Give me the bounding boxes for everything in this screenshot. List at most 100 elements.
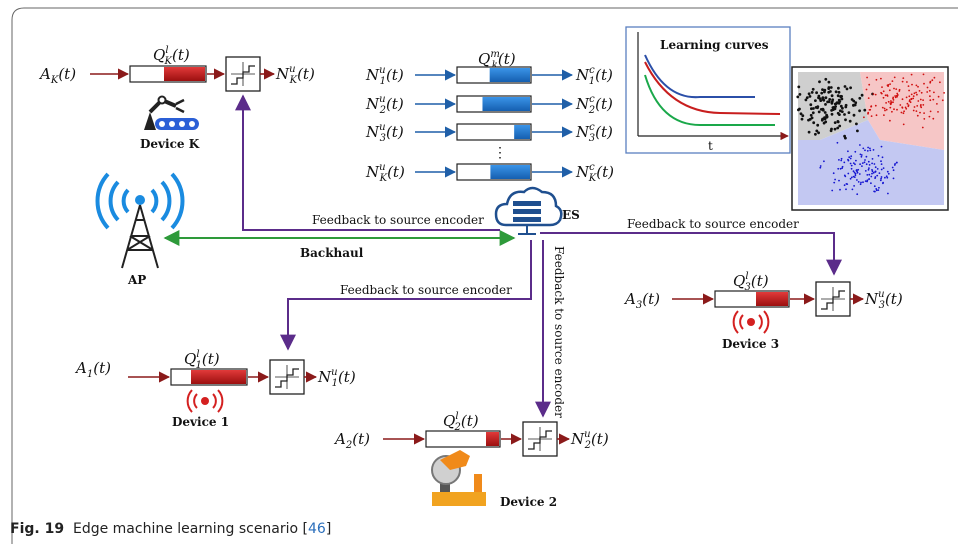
- cluster-point: [830, 94, 834, 98]
- cluster-point: [827, 87, 831, 90]
- cluster-point: [875, 78, 878, 81]
- cluster-point: [857, 168, 860, 171]
- feedback-link-device-1: [280, 240, 532, 351]
- cluster-point: [840, 159, 843, 162]
- cluster-point: [905, 96, 908, 99]
- cluster-point: [817, 131, 820, 135]
- cluster-point: [899, 104, 902, 106]
- cluster-point: [854, 163, 856, 166]
- cluster-point: [798, 93, 802, 96]
- cluster-point: [908, 100, 911, 102]
- cluster-point: [877, 189, 880, 192]
- cluster-point: [859, 153, 862, 156]
- cluster-point: [859, 163, 861, 166]
- cluster-point: [904, 106, 907, 109]
- cluster-point: [867, 168, 870, 171]
- cluster-point: [920, 106, 923, 109]
- cluster-point: [869, 149, 872, 152]
- cluster-point: [895, 88, 898, 90]
- cluster-point: [884, 176, 886, 179]
- cluster-point: [875, 189, 878, 192]
- cluster-point: [823, 90, 826, 94]
- cluster-point: [858, 96, 862, 100]
- cluster-point: [896, 92, 899, 95]
- cluster-point: [895, 94, 898, 97]
- cluster-point: [816, 106, 819, 110]
- cluster-point: [841, 165, 844, 168]
- cluster-point: [836, 120, 840, 123]
- cluster-point: [886, 170, 889, 173]
- cluster-point: [811, 111, 815, 115]
- cluster-point: [878, 186, 880, 189]
- cluster-point: [864, 180, 867, 183]
- cluster-point: [829, 90, 832, 93]
- cluster-point: [838, 124, 842, 128]
- cluster-point: [808, 95, 812, 98]
- cluster-point: [874, 166, 877, 169]
- cluster-point: [810, 116, 814, 120]
- cluster-point: [843, 134, 846, 138]
- cluster-point: [809, 113, 813, 117]
- cluster-point: [853, 103, 857, 107]
- cluster-point: [843, 184, 846, 187]
- cluster-point: [870, 175, 873, 178]
- cluster-point: [868, 83, 871, 86]
- cluster-point: [854, 101, 858, 105]
- cluster-point: [861, 162, 864, 165]
- cluster-point: [872, 171, 875, 174]
- cluster-point: [918, 90, 921, 92]
- figure-ref[interactable]: 46: [308, 521, 326, 537]
- cluster-point: [819, 166, 822, 169]
- cluster-point: [843, 113, 846, 116]
- cluster-point: [913, 106, 916, 108]
- cluster-point: [848, 156, 851, 159]
- cluster-point: [821, 98, 825, 101]
- cluster-point: [839, 104, 843, 108]
- cluster-point: [870, 182, 872, 185]
- cluster-point: [864, 159, 866, 161]
- cluster-point: [850, 155, 853, 158]
- cluster-point: [837, 86, 840, 90]
- cluster-point: [889, 83, 891, 85]
- cluster-point: [868, 109, 871, 111]
- cluster-point: [867, 112, 869, 115]
- cluster-point: [844, 105, 848, 109]
- cluster-point: [888, 89, 891, 92]
- device-k-arrival: AK(t): [38, 65, 76, 86]
- cluster-point: [858, 109, 861, 113]
- cluster-point: [796, 95, 800, 99]
- cluster-point: [875, 188, 878, 190]
- cluster-point: [886, 176, 889, 179]
- feedback-label-device-2: Feedback to source encoder: [552, 246, 566, 418]
- feedback-label-device-3: Feedback to source encoder: [627, 217, 799, 231]
- cluster-point: [867, 97, 870, 99]
- cluster-point: [885, 108, 888, 111]
- cluster-point: [887, 172, 890, 175]
- cluster-point: [880, 160, 882, 163]
- cluster-point: [824, 77, 828, 81]
- cluster-point: [880, 77, 882, 80]
- ap-label: AP: [127, 273, 146, 287]
- es-ellipsis: ⋮: [493, 145, 507, 161]
- cluster-point: [830, 101, 834, 105]
- cluster-point: [877, 154, 880, 157]
- cluster-point: [853, 176, 856, 179]
- learning-curves-title: Learning curves: [660, 38, 769, 52]
- cluster-point: [852, 113, 856, 117]
- cluster-point: [847, 158, 849, 161]
- cluster-point: [891, 166, 894, 169]
- cluster-point: [876, 174, 879, 177]
- cluster-point: [910, 98, 913, 101]
- cluster-point: [860, 154, 863, 156]
- cluster-point: [799, 112, 803, 116]
- cluster-point: [866, 150, 869, 152]
- cluster-point: [807, 92, 811, 96]
- cluster-point: [871, 169, 873, 171]
- cluster-point: [880, 168, 883, 171]
- cluster-point: [875, 114, 878, 117]
- learning-curves-panel: Learning curves t: [625, 26, 791, 154]
